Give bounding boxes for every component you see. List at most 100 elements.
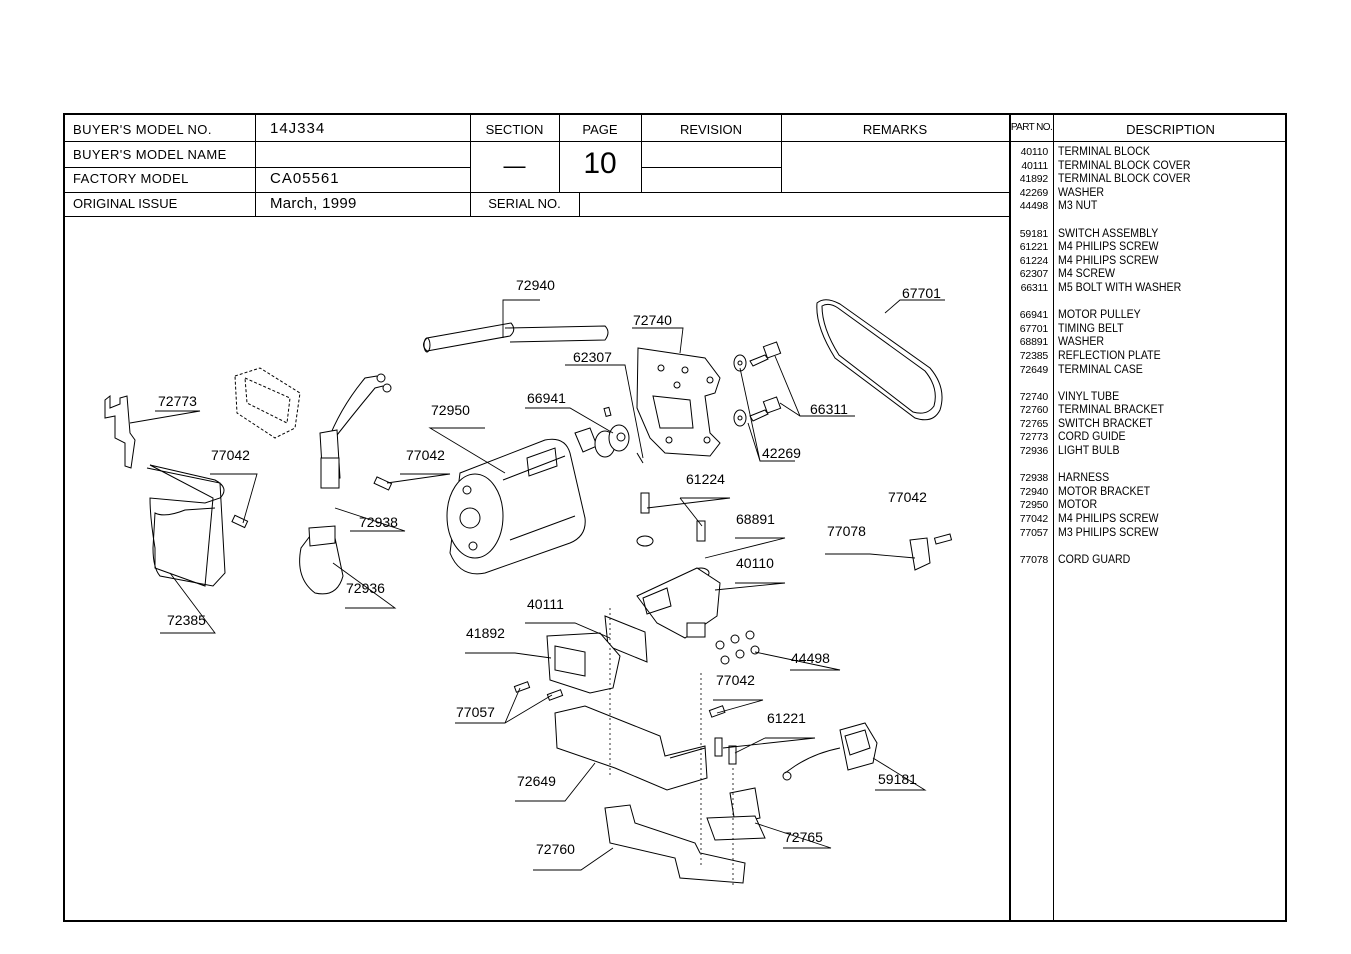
callout-label: 61221 bbox=[767, 710, 806, 726]
terminal-case-drawing bbox=[554, 705, 708, 791]
parts-column-divider bbox=[1053, 115, 1054, 922]
screw-77042-drawing bbox=[708, 705, 726, 718]
callout-label: 72936 bbox=[346, 580, 385, 596]
callout-label: 72938 bbox=[359, 514, 398, 530]
callout-label: 72740 bbox=[633, 312, 672, 328]
header-divider bbox=[781, 115, 782, 192]
terminal-block-cover-drawing bbox=[604, 615, 648, 663]
factory-model-label: FACTORY MODEL bbox=[73, 171, 189, 186]
callout-label: 68891 bbox=[736, 511, 775, 527]
serial-no-label: SERIAL NO. bbox=[488, 196, 561, 211]
bolts-washers-drawing bbox=[733, 341, 782, 427]
callout-label: 77057 bbox=[456, 704, 495, 720]
screw-77042-drawing bbox=[231, 514, 249, 529]
header-divider bbox=[559, 115, 560, 192]
callout-label: 59181 bbox=[878, 771, 917, 787]
header-rule bbox=[65, 141, 1287, 142]
switch-assembly-drawing bbox=[782, 722, 878, 781]
parts-sheet: BUYER'S MODEL NO. 14J334 BUYER'S MODEL N… bbox=[63, 113, 1287, 922]
buyers-model-name-label: BUYER'S MODEL NAME bbox=[73, 147, 227, 162]
part-no-label: PART NO. bbox=[1010, 122, 1053, 133]
callout-label: 44498 bbox=[791, 650, 830, 666]
callout-label: 67701 bbox=[902, 285, 941, 301]
remarks-label: REMARKS bbox=[862, 122, 928, 137]
callout-labels: 72940 72740 67701 62307 66311 72950 6694… bbox=[158, 277, 941, 857]
screw-77042-drawing bbox=[373, 476, 393, 491]
callout-label: 61224 bbox=[686, 471, 725, 487]
callout-label: 77042 bbox=[211, 447, 250, 463]
callout-label: 42269 bbox=[762, 445, 801, 461]
parts-column-divider bbox=[1009, 115, 1011, 922]
nuts-44498-drawing bbox=[715, 630, 760, 665]
original-issue-label: ORIGINAL ISSUE bbox=[73, 196, 178, 211]
switch-bracket-drawing bbox=[706, 787, 766, 841]
guide-lines bbox=[609, 608, 734, 888]
original-issue-value: March, 1999 bbox=[270, 195, 357, 212]
callout-label: 40111 bbox=[527, 596, 564, 612]
callout-label: 72773 bbox=[158, 393, 197, 409]
callout-label: 66311 bbox=[810, 401, 848, 417]
screw-77057-drawing bbox=[513, 681, 531, 693]
revision-label: REVISION bbox=[679, 122, 743, 137]
motor-pulley-drawing bbox=[594, 406, 630, 458]
callout-label: 72649 bbox=[517, 773, 556, 789]
washer-68891-drawing bbox=[636, 535, 654, 547]
callout-label: 72760 bbox=[536, 841, 575, 857]
terminal-block-drawing bbox=[636, 567, 721, 639]
callout-label: 66941 bbox=[527, 390, 566, 406]
screw-61224-drawing bbox=[640, 492, 650, 514]
section-value: — bbox=[503, 153, 526, 178]
callout-label: 40110 bbox=[736, 555, 774, 571]
reflection-plate-drawing bbox=[146, 464, 226, 587]
screw-61224-drawing bbox=[696, 520, 706, 542]
motor-drawing bbox=[446, 427, 598, 575]
screw-62307-drawing bbox=[636, 452, 644, 464]
header-rule bbox=[65, 167, 470, 168]
buyers-model-no-value: 14J334 bbox=[270, 120, 326, 137]
callout-label: 72385 bbox=[167, 612, 206, 628]
header-rule bbox=[65, 216, 1009, 217]
leader-lines bbox=[129, 299, 945, 871]
cord-guide-drawing bbox=[104, 394, 136, 469]
factory-model-value: CA05561 bbox=[270, 170, 340, 187]
lamp-holder-drawing bbox=[234, 367, 301, 439]
header-divider bbox=[641, 115, 642, 192]
buyers-model-no-label: BUYER'S MODEL NO. bbox=[73, 122, 212, 137]
terminal-block-cover-41892-drawing bbox=[546, 632, 621, 694]
vinyl-tube-drawing bbox=[423, 322, 609, 353]
screw-61221-drawing bbox=[728, 745, 737, 765]
callout-label: 72765 bbox=[784, 829, 823, 845]
page-value: 10 bbox=[583, 147, 617, 180]
section-label: SECTION bbox=[485, 122, 544, 137]
callout-label: 72950 bbox=[431, 402, 470, 418]
callout-label: 72940 bbox=[516, 277, 555, 293]
header-rule bbox=[65, 192, 1009, 193]
screw-77057-drawing bbox=[546, 689, 564, 701]
callout-label: 77042 bbox=[406, 447, 445, 463]
motor-bracket-drawing bbox=[636, 347, 721, 457]
header-divider bbox=[579, 192, 580, 216]
header-rule bbox=[641, 167, 781, 168]
exploded-parts-diagram: 72940 72740 67701 62307 66311 72950 6694… bbox=[104, 277, 953, 888]
